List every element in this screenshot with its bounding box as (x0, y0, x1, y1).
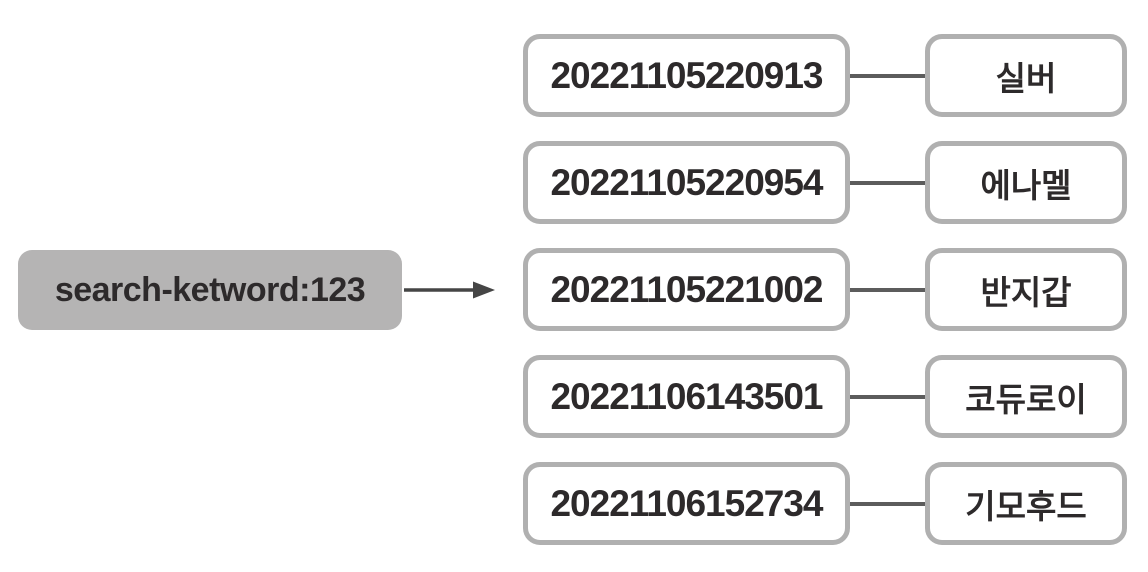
document-id-label: 20221105220954 (550, 161, 823, 203)
connector-line (850, 394, 925, 399)
keyword-label: 반지갑 (980, 273, 1072, 311)
mapping-row: 20221105220954 에나멜 (523, 141, 1127, 224)
keyword-node: 실버 (925, 34, 1127, 117)
document-id-label: 20221106143501 (550, 375, 823, 417)
mapping-row: 20221105220913 실버 (523, 34, 1127, 117)
mapping-row: 20221105221002 반지갑 (523, 248, 1127, 331)
connector-line (850, 73, 925, 78)
keyword-node: 에나멜 (925, 141, 1127, 224)
mapping-rows: 20221105220913 실버 20221105220954 에나멜 202… (523, 34, 1127, 545)
keyword-label: 기모후드 (965, 487, 1087, 525)
mapping-row: 20221106143501 코듀로이 (523, 355, 1127, 438)
document-id-node: 20221106152734 (523, 462, 850, 545)
connector-line (850, 180, 925, 185)
keyword-label: 실버 (995, 59, 1057, 97)
search-keyword-label: search-ketword:123 (54, 270, 366, 309)
keyword-label: 코듀로이 (965, 380, 1087, 418)
document-id-node: 20221105221002 (523, 248, 850, 331)
document-id-label: 20221105221002 (550, 268, 823, 310)
document-id-node: 20221105220954 (523, 141, 850, 224)
keyword-label: 에나멜 (980, 166, 1072, 204)
document-id-node: 20221105220913 (523, 34, 850, 117)
keyword-node: 코듀로이 (925, 355, 1127, 438)
connector-line (850, 287, 925, 292)
connector-line (850, 501, 925, 506)
keyword-node: 반지갑 (925, 248, 1127, 331)
keyword-node: 기모후드 (925, 462, 1127, 545)
document-id-node: 20221106143501 (523, 355, 850, 438)
mapping-row: 20221106152734 기모후드 (523, 462, 1127, 545)
arrow-right-icon (404, 281, 495, 299)
search-keyword-node: search-ketword:123 (18, 250, 402, 330)
document-id-label: 20221105220913 (550, 54, 823, 96)
document-id-label: 20221106152734 (550, 482, 823, 524)
